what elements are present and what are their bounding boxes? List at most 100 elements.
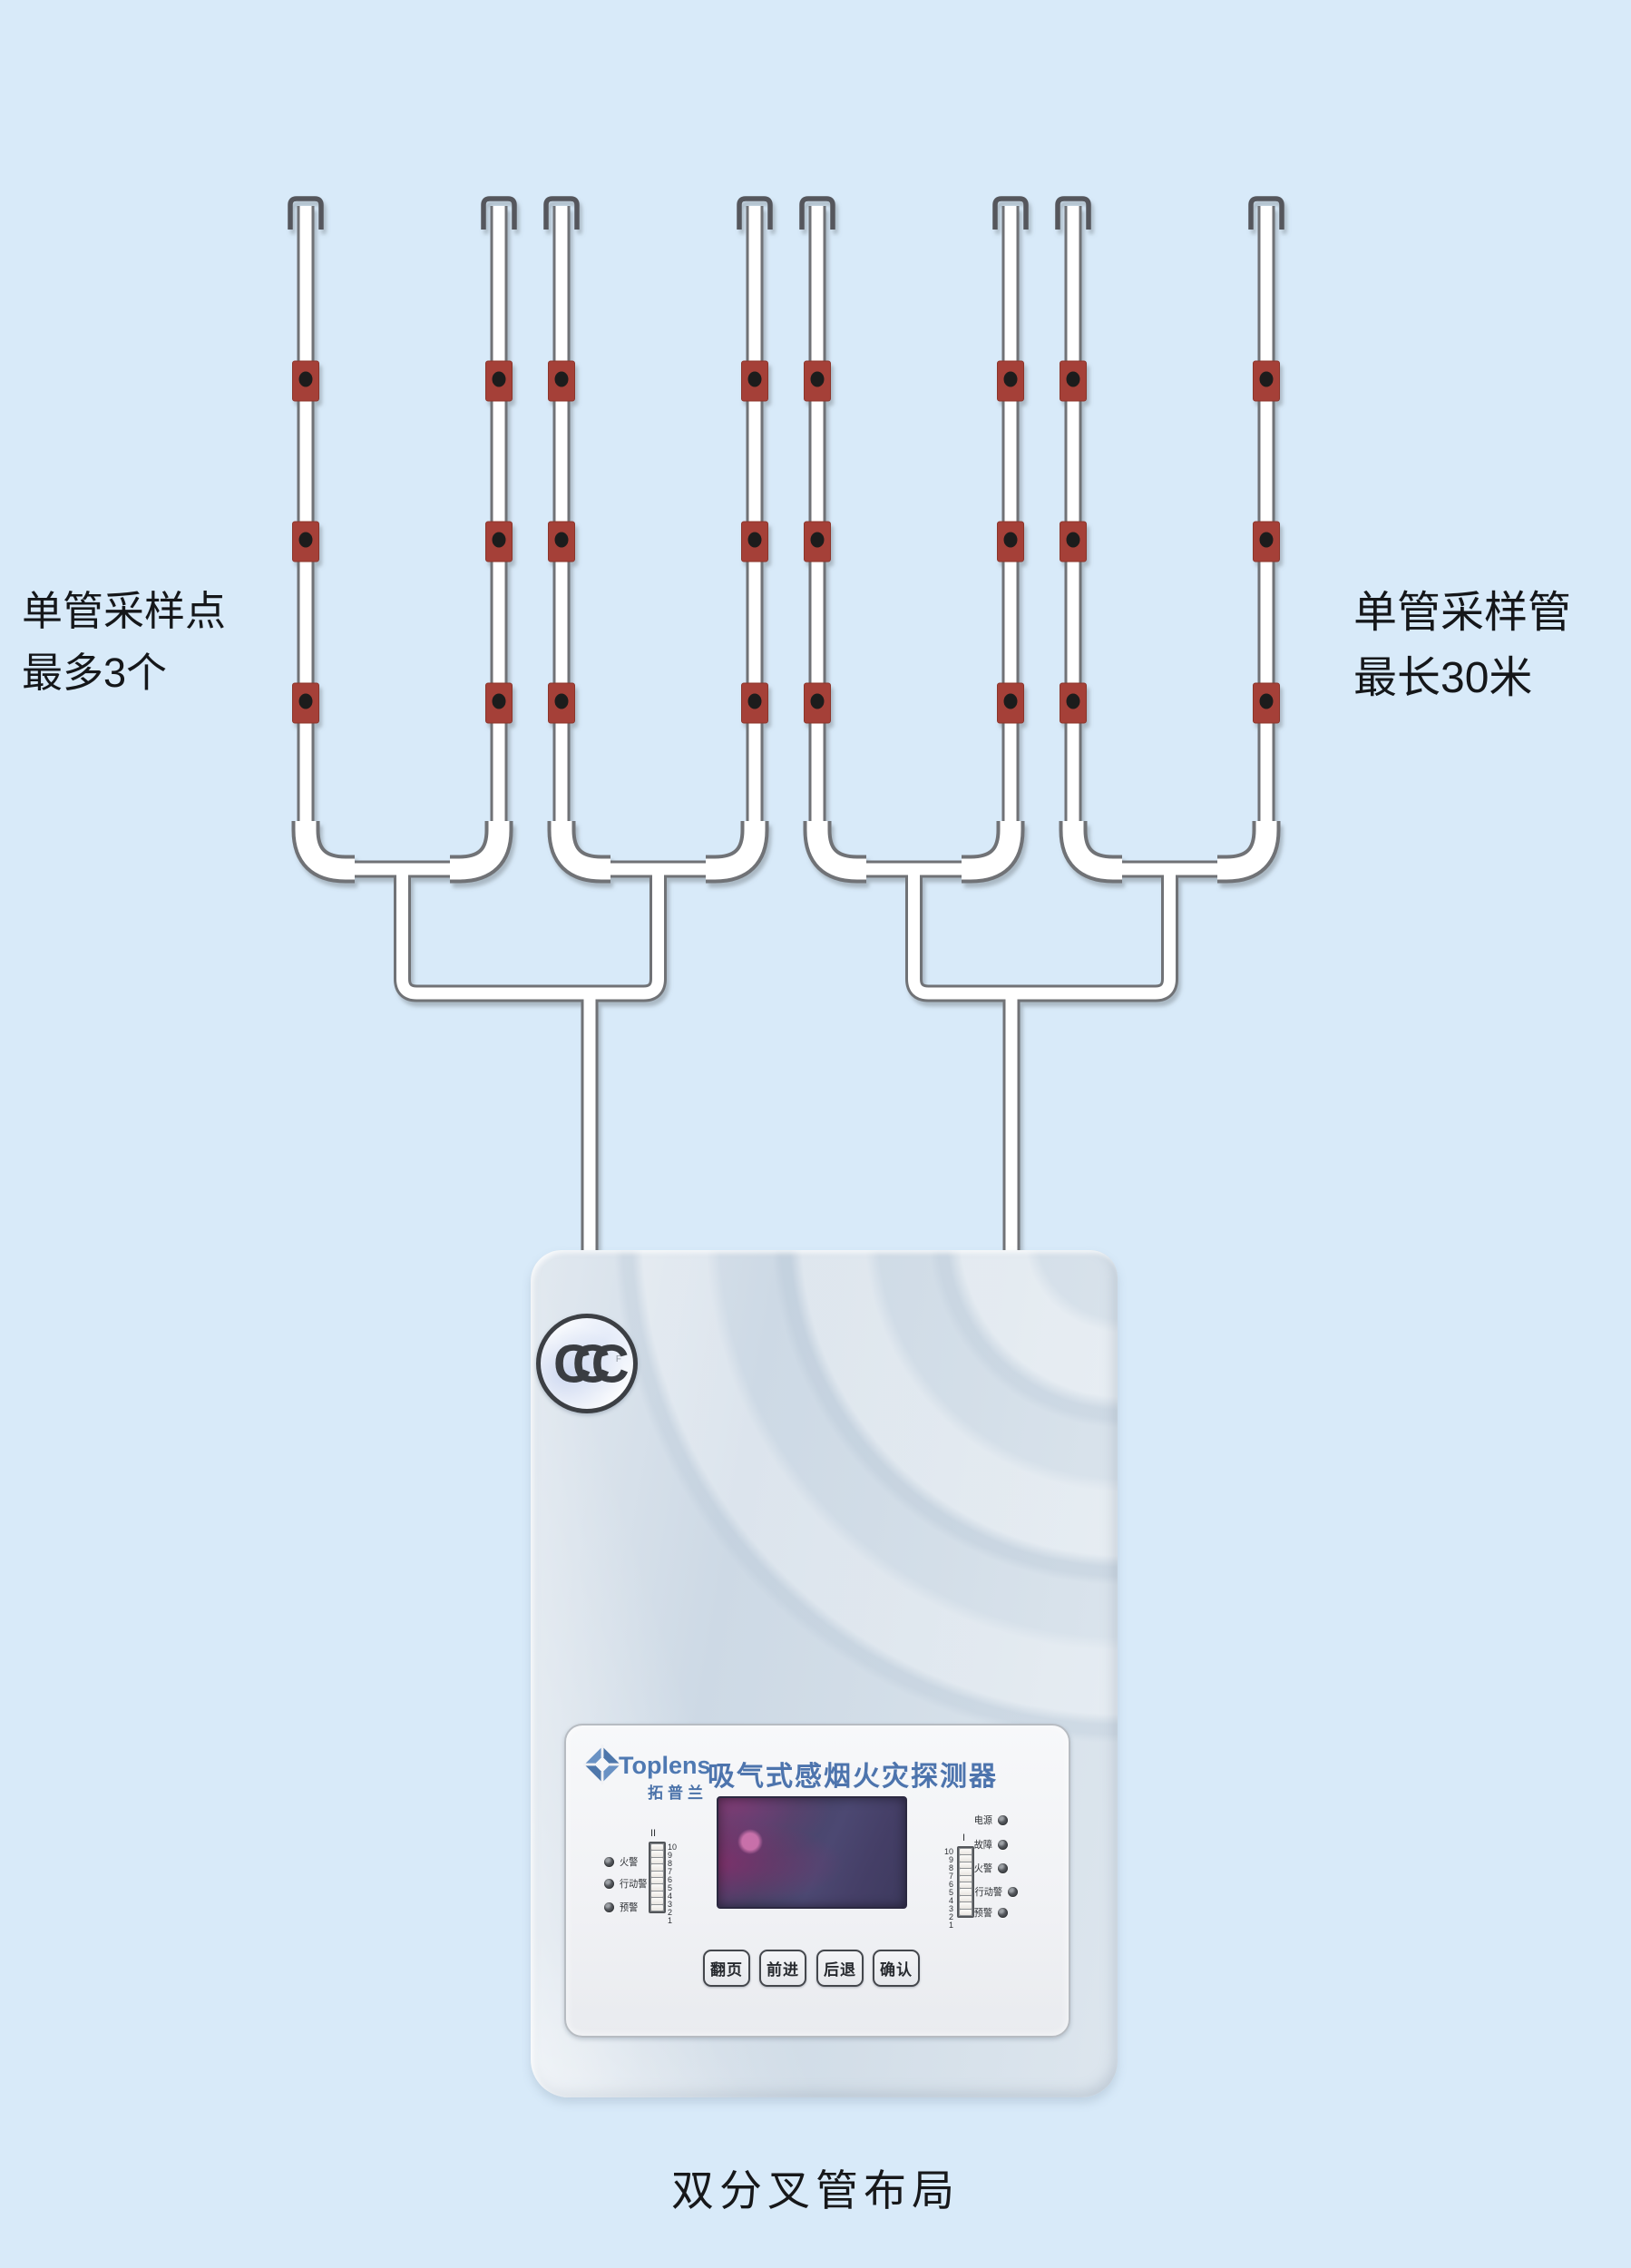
right-annotation-line2: 最长30米 (1353, 654, 1533, 702)
panel-button-3[interactable]: 后退 (816, 1950, 864, 1987)
led-label: 电源 (973, 1815, 992, 1826)
led-label: 行动警 (974, 1887, 1002, 1898)
sampling-point (292, 682, 319, 724)
led-indicator-icon (604, 1878, 614, 1889)
sampling-point (485, 360, 513, 402)
pipe (396, 874, 664, 1000)
sampling-point (997, 360, 1024, 402)
sampling-hole (492, 532, 506, 548)
led-indicator-icon (998, 1839, 1008, 1850)
bargraph-scale-number: 4 (668, 1892, 673, 1901)
led-indicator-icon (998, 1907, 1008, 1918)
bargraph-segment (960, 1862, 972, 1869)
sampling-hole (1259, 371, 1274, 387)
sampling-point (804, 682, 831, 724)
led-indicator-icon (998, 1814, 1008, 1825)
brand-name: Toplens (619, 1752, 711, 1779)
panel-button-2[interactable]: 前进 (759, 1950, 806, 1987)
device-title: 吸气式感烟火灾探测器 (708, 1762, 998, 1792)
bargraph-segment (960, 1889, 972, 1895)
sampling-hole (492, 693, 506, 709)
bargraph-segment (651, 1884, 663, 1891)
sampling-point (997, 521, 1024, 562)
left-bargraph-label: II (650, 1828, 657, 1839)
bargraph-segment (651, 1898, 663, 1904)
bargraph-scale-number: 2 (668, 1908, 673, 1917)
sampling-hole (1066, 693, 1080, 709)
bargraph-segment (651, 1871, 663, 1878)
sampling-point (1253, 360, 1280, 402)
bargraph-scale-number: 1 (668, 1916, 673, 1925)
sampling-point (741, 360, 768, 402)
lcd-screen (717, 1796, 907, 1909)
sampling-hole (810, 693, 825, 709)
left-annotation: 单管采样点 最多3个 (22, 581, 226, 703)
panel-button-4[interactable]: 确认 (873, 1950, 920, 1987)
led-row: 火警 (972, 1861, 1008, 1875)
sampling-hole (1259, 693, 1274, 709)
bargraph-scale-number: 8 (668, 1859, 673, 1868)
led-label: 故障 (973, 1840, 992, 1851)
sampling-hole (1003, 693, 1018, 709)
bargraph-segment (651, 1904, 663, 1911)
bargraph-scale-number: 1 (948, 1921, 953, 1930)
bargraph-segment (960, 1855, 972, 1862)
led-row: 故障 (972, 1837, 1008, 1852)
bargraph-segment (651, 1844, 663, 1851)
bargraph-segment (651, 1864, 663, 1871)
pipe (1067, 206, 1273, 875)
toplens-logo-icon (583, 1745, 621, 1784)
elbow-fitting (704, 819, 766, 880)
sampling-hole (747, 532, 762, 548)
sampling-hole (747, 693, 762, 709)
bargraph-scale-number: 3 (668, 1900, 673, 1909)
bargraph-segment (960, 1875, 972, 1882)
ceiling-bracket (481, 196, 517, 230)
pipe (299, 206, 505, 875)
sampling-point (1060, 360, 1087, 402)
elbow-fitting (448, 819, 510, 880)
sampling-point (292, 360, 319, 402)
sampling-hole (298, 532, 313, 548)
sampling-hole (298, 693, 313, 709)
elbow-fitting (1062, 819, 1124, 880)
ceiling-bracket (737, 196, 773, 230)
sampling-point (804, 360, 831, 402)
bargraph-scale-number: 6 (948, 1880, 953, 1889)
left-annotation-line2: 最多3个 (22, 649, 168, 696)
bargraph-segment (651, 1878, 663, 1884)
ceiling-bracket (992, 196, 1029, 230)
sampling-point (548, 682, 575, 724)
ceiling-bracket (1055, 196, 1091, 230)
led-row: 行动警 (972, 1884, 1018, 1899)
diagram-caption: 双分叉管布局 (671, 2166, 960, 2214)
sampling-point (1253, 682, 1280, 724)
sampling-hole (1066, 532, 1080, 548)
bargraph-scale-number: 10 (943, 1847, 953, 1856)
sampling-point (548, 360, 575, 402)
bargraph-scale-number: 3 (948, 1904, 953, 1913)
sampling-point (741, 521, 768, 562)
led-label: 火警 (620, 1857, 639, 1868)
elbow-fitting (1216, 819, 1277, 880)
ccc-mark-text: CCC (553, 1334, 630, 1394)
elbow-fitting (551, 819, 612, 880)
bargraph-segment (960, 1849, 972, 1855)
bargraph-scale-number: 7 (948, 1872, 953, 1881)
sampling-point (1060, 682, 1087, 724)
panel-button-1[interactable]: 翻页 (703, 1950, 750, 1987)
sampling-hole (1003, 371, 1018, 387)
ceiling-bracket (799, 196, 835, 230)
sampling-point (548, 521, 575, 562)
bargraph-scale-number: 9 (668, 1851, 673, 1860)
pipe-outline (297, 206, 508, 878)
ceiling-bracket (1248, 196, 1284, 230)
sampling-hole (810, 532, 825, 548)
bargraph-scale-number: 6 (668, 1875, 673, 1884)
bargraph-scale-number: 10 (668, 1843, 678, 1852)
bargraph-segment (960, 1902, 972, 1909)
bargraph-segment (960, 1909, 972, 1916)
led-row: 行动警 (604, 1876, 649, 1891)
led-indicator-icon (604, 1856, 614, 1867)
